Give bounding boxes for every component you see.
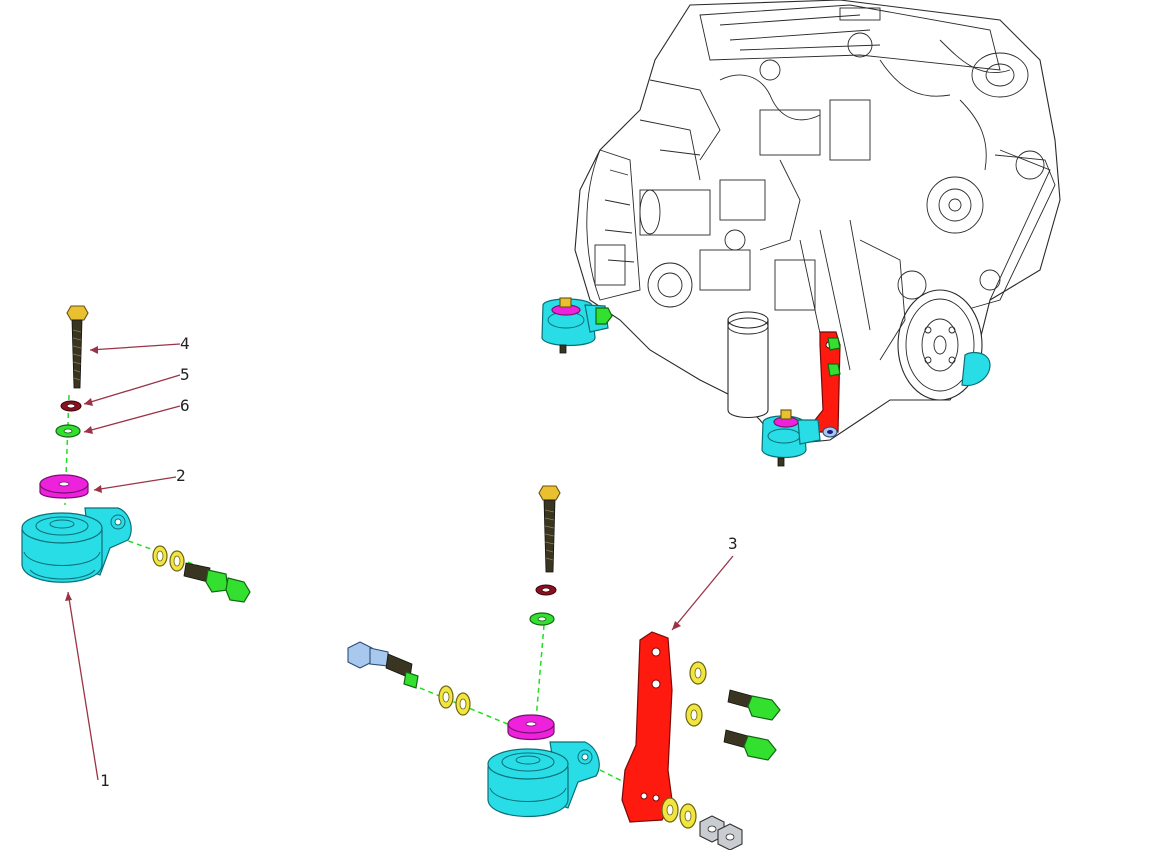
left-exploded-mount xyxy=(21,305,251,603)
spacer-item-2 xyxy=(39,474,89,499)
rubber-mount-item-1 xyxy=(21,507,132,583)
callout-3: 3 xyxy=(728,534,738,553)
bracket-bolt-green xyxy=(727,689,781,721)
bracket-item-3 xyxy=(621,631,673,823)
center-exploded-mount xyxy=(347,485,781,850)
bracket-bolt-green xyxy=(723,729,777,761)
engine-mount-right-installed xyxy=(761,331,841,467)
callout-6: 6 xyxy=(180,396,190,415)
leader-lines xyxy=(65,343,734,781)
engine-mount-left-installed xyxy=(541,297,613,354)
washer-item-5 xyxy=(60,400,82,412)
callout-1: 1 xyxy=(100,771,110,790)
side-bolt-green xyxy=(183,562,251,603)
callout-2: 2 xyxy=(176,466,186,485)
bolt-item-4 xyxy=(66,305,89,389)
engine-block xyxy=(574,0,1061,446)
washer-item-6 xyxy=(55,424,81,438)
callout-4: 4 xyxy=(180,334,190,353)
side-bolt-blue xyxy=(347,641,419,689)
callout-5: 5 xyxy=(180,365,190,384)
